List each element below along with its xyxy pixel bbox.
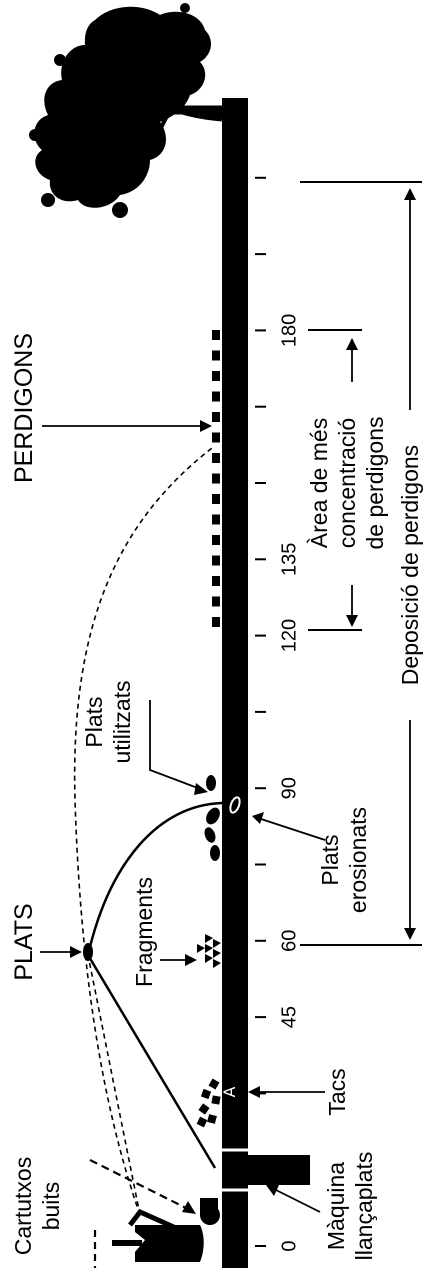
svg-text:concentració: concentració bbox=[334, 418, 360, 548]
wad-marks bbox=[196, 1078, 221, 1128]
deposicio-label: Deposició de perdigons bbox=[397, 445, 423, 685]
throwing-machine bbox=[228, 1155, 310, 1185]
pellet-trajectory bbox=[73, 447, 213, 1216]
ground-bar bbox=[222, 98, 248, 1268]
pellet-mark bbox=[212, 371, 220, 381]
concentration-bracket bbox=[308, 329, 362, 631]
maquina-label: Màquina llançaplats bbox=[323, 1152, 377, 1261]
pellet-mark bbox=[212, 494, 220, 504]
wad-marker: A bbox=[220, 1086, 239, 1097]
eroded-plate-mark bbox=[229, 796, 241, 814]
svg-text:Màquina: Màquina bbox=[323, 1162, 349, 1250]
svg-text:Cartutxos: Cartutxos bbox=[10, 1157, 36, 1255]
plats-label: PLATS bbox=[10, 903, 38, 980]
tree-icon bbox=[29, 3, 223, 218]
pellet-mark bbox=[212, 535, 220, 545]
pellet-mark bbox=[212, 473, 220, 484]
svg-text:de perdigons: de perdigons bbox=[362, 417, 388, 550]
svg-text:Àrea de més: Àrea de més bbox=[306, 418, 332, 548]
plats-utilitzats-label: Plats utilitzats bbox=[81, 680, 135, 763]
tacs-label: Tacs bbox=[324, 1068, 350, 1115]
svg-text:llançaplats: llançaplats bbox=[351, 1152, 377, 1261]
scale-tick-label: 180 bbox=[278, 314, 300, 347]
scale-tick-label: 90 bbox=[278, 777, 300, 799]
pellet-marks bbox=[212, 330, 220, 627]
svg-text:buits: buits bbox=[38, 1182, 64, 1231]
fragment-marks bbox=[197, 934, 221, 968]
svg-text:utilitzats: utilitzats bbox=[109, 680, 135, 763]
cartutxos-buits-label: Cartutxos buits bbox=[10, 1157, 64, 1255]
label-arrows bbox=[40, 420, 326, 1213]
deposition-bracket bbox=[300, 181, 422, 946]
scale-tick-label: 120 bbox=[278, 619, 300, 652]
pellet-mark bbox=[212, 412, 220, 422]
pellet-mark bbox=[212, 555, 220, 566]
pellet-mark bbox=[212, 617, 220, 627]
pellet-mark bbox=[212, 432, 220, 443]
scale-tick-label: 0 bbox=[278, 1240, 300, 1251]
pellet-mark bbox=[212, 453, 220, 463]
perdigons-label: PERDIGONS bbox=[10, 333, 38, 483]
distance-scale: 0 45 60 90 120 135 180 bbox=[255, 176, 300, 1252]
scale-tick-label: 60 bbox=[278, 930, 300, 952]
svg-text:Plats: Plats bbox=[317, 834, 343, 885]
scale-tick-label: 45 bbox=[278, 1006, 300, 1028]
used-plate-marks bbox=[204, 775, 220, 861]
plats-erosionats-label: Plats erosionats bbox=[317, 807, 371, 913]
plate-trajectory bbox=[86, 801, 223, 1169]
svg-text:Plats: Plats bbox=[81, 696, 107, 747]
pellet-mark bbox=[212, 596, 220, 607]
pellet-mark bbox=[212, 350, 220, 361]
fragments-label: Fragments bbox=[131, 877, 157, 987]
svg-text:erosionats: erosionats bbox=[345, 807, 371, 913]
pellet-mark bbox=[212, 576, 220, 586]
pellet-mark bbox=[212, 391, 220, 402]
area-concentracio-label: Àrea de més concentració de perdigons bbox=[306, 417, 388, 550]
pellet-mark bbox=[212, 330, 220, 340]
scale-tick-label: 135 bbox=[278, 543, 300, 576]
pellet-mark bbox=[212, 514, 220, 525]
cartridge-box bbox=[200, 1198, 218, 1214]
